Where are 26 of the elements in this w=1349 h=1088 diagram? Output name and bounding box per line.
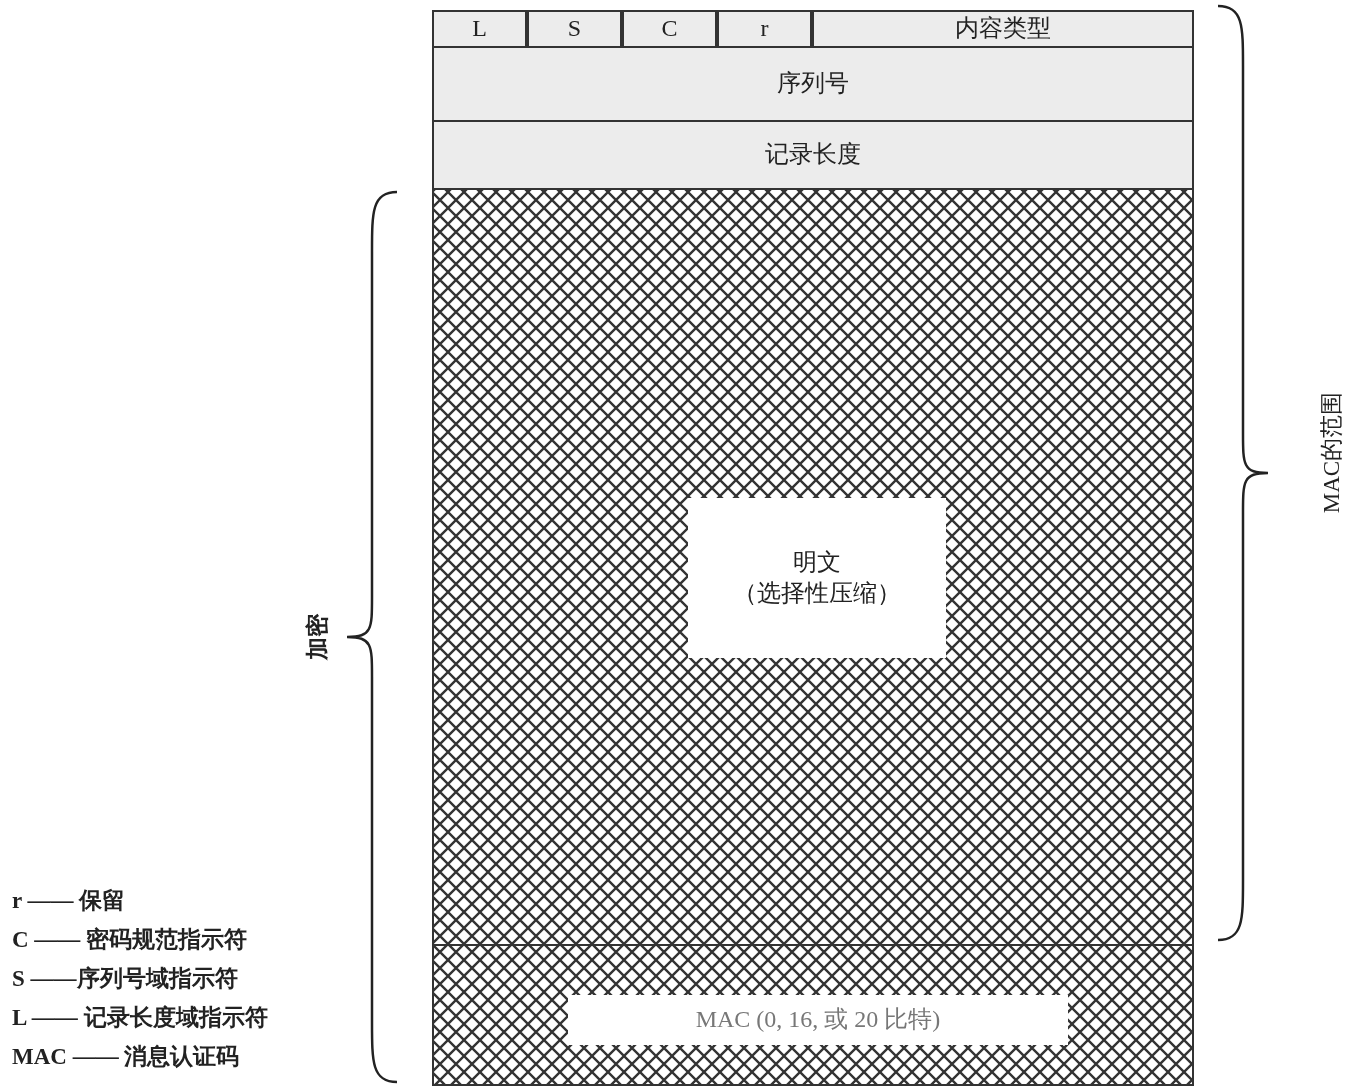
key-entry: L —— 记录长度域指示符 xyxy=(12,1003,268,1032)
field-cell xyxy=(812,10,1194,48)
field-cell xyxy=(432,10,527,48)
key-entry: MAC —— 消息认证码 xyxy=(12,1042,240,1071)
field-label: C xyxy=(661,14,678,44)
field-row xyxy=(432,120,1194,190)
field-label: 明文 xyxy=(793,547,841,577)
field-cell xyxy=(622,10,717,48)
key-entry: r —— 保留 xyxy=(12,886,126,915)
field-label: （选择性压缩） xyxy=(733,579,901,608)
field-label: MAC (0, 16, 或 20 比特) xyxy=(695,1005,941,1035)
field-label: 内容类型 xyxy=(955,14,1051,44)
brace-label: MAC的范围 xyxy=(1317,391,1345,513)
brace-label: 加密 xyxy=(303,613,331,659)
field-label: 序列号 xyxy=(777,69,849,99)
field-label: S xyxy=(567,14,582,44)
hatched-field xyxy=(432,188,1194,946)
key-entry: C —— 密码规范指示符 xyxy=(12,925,248,954)
hatched-field xyxy=(432,944,1194,1086)
field-label: 记录长度 xyxy=(765,140,861,170)
field-label: L xyxy=(472,14,487,44)
field-cell xyxy=(717,10,812,48)
field-label: r xyxy=(760,14,769,44)
field-cell xyxy=(527,10,622,48)
field-row xyxy=(432,46,1194,122)
key-entry: S ——序列号域指示符 xyxy=(12,964,238,993)
